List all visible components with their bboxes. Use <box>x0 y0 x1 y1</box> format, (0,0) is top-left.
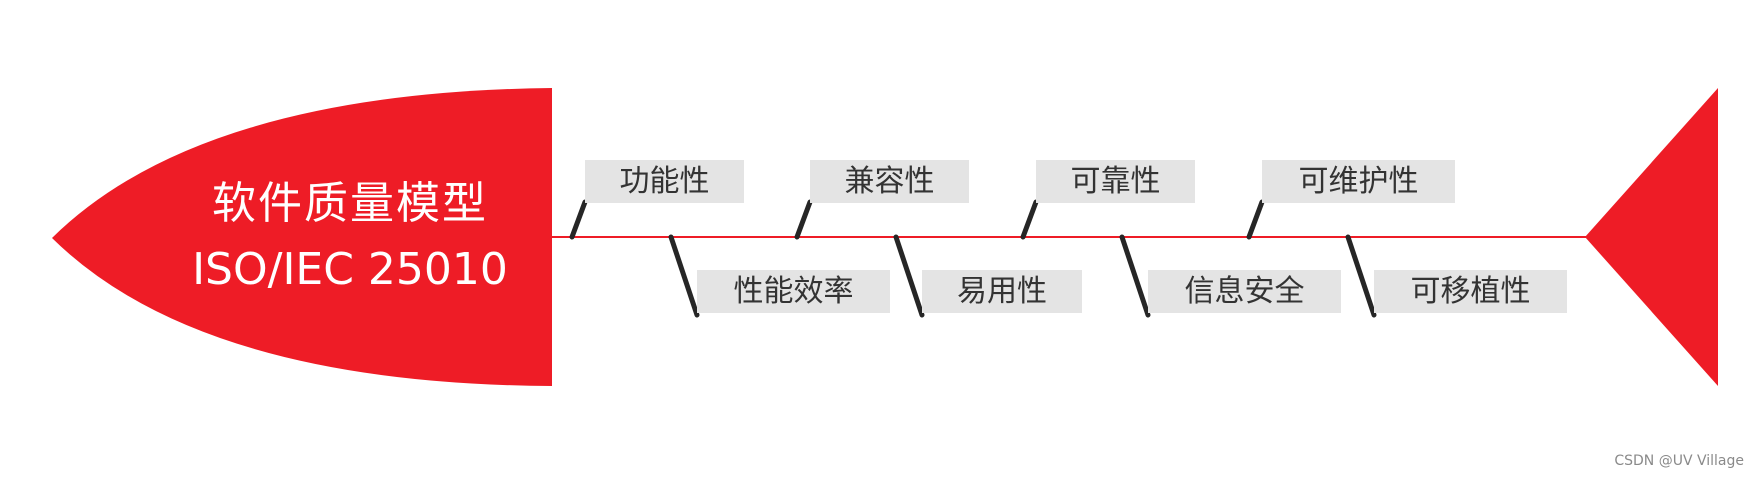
characteristic-label-security: 信息安全 <box>1148 270 1341 313</box>
bone-bottom-1 <box>668 234 700 318</box>
bone-top-2 <box>794 199 813 240</box>
characteristic-label-functional-suitability: 功能性 <box>585 160 744 203</box>
characteristic-label-performance-efficiency: 性能效率 <box>697 270 890 313</box>
bone-top-1 <box>569 199 588 240</box>
bone-bottom-2 <box>893 234 925 318</box>
characteristic-label-usability: 易用性 <box>922 270 1082 313</box>
watermark: CSDN @UV Village <box>1614 453 1744 469</box>
characteristic-label-maintainability: 可维护性 <box>1262 160 1455 203</box>
characteristic-label-portability: 可移植性 <box>1374 270 1567 313</box>
diagram-subtitle: ISO/IEC 25010 <box>192 244 508 295</box>
bone-bottom-4 <box>1345 234 1377 318</box>
characteristic-label-reliability: 可靠性 <box>1036 160 1195 203</box>
fish-tail <box>1585 88 1718 386</box>
diagram-title: 软件质量模型 <box>212 178 488 229</box>
bone-bottom-3 <box>1119 234 1151 318</box>
bone-top-4 <box>1246 199 1265 240</box>
fish-head <box>52 88 552 386</box>
bone-top-3 <box>1020 199 1039 240</box>
characteristic-label-compatibility: 兼容性 <box>810 160 969 203</box>
